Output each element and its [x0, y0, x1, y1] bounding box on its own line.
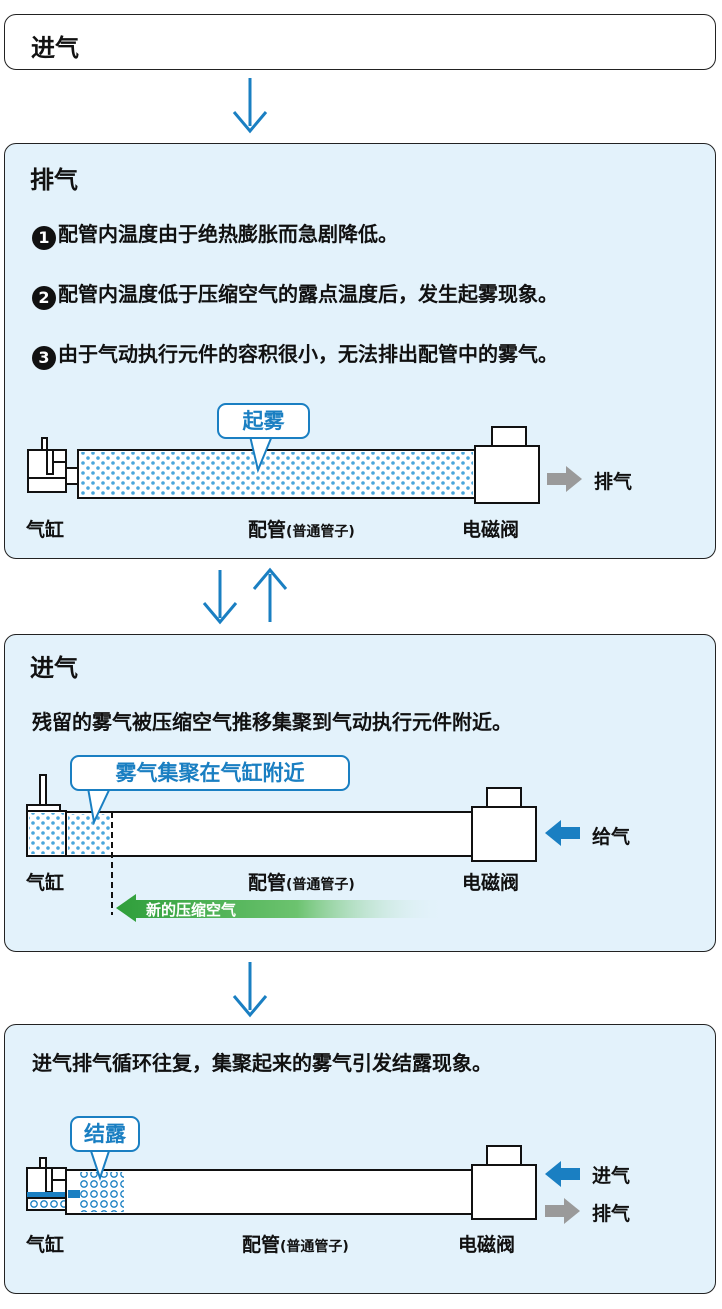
down-arrow-icon [232, 962, 268, 1018]
step4-intake-label: 进气 [592, 1165, 631, 1187]
pipe [65, 811, 476, 915]
pipe-condensation [65, 1169, 476, 1215]
pipe-fog [77, 449, 476, 499]
fog-callout: 起雾 [217, 403, 310, 439]
supply-arrow-icon [545, 820, 580, 846]
number-badge: 1 [32, 226, 56, 250]
step1-panel: 进气 [4, 14, 716, 70]
step2-flow-label: 排气 [594, 471, 633, 493]
step2-title: 排气 [30, 166, 78, 194]
down-arrow-icon [232, 78, 268, 134]
step1-title: 进气 [31, 34, 79, 62]
step3-title: 进气 [30, 654, 78, 682]
exhaust-arrow-icon [545, 1198, 580, 1224]
fog-gather-callout: 雾气集聚在气缸附近 [70, 755, 350, 791]
air-label: 新的压缩空气 [146, 901, 237, 919]
down-arrow-icon [202, 570, 238, 625]
step3-flow-label: 给气 [592, 826, 631, 848]
intake-arrow-icon [545, 1161, 580, 1187]
up-arrow-icon [252, 567, 288, 622]
step4-text: 进气排气循环往复，集聚起来的雾气引发结露现象。 [32, 1051, 492, 1075]
step3-valve-label: 电磁阀 [462, 872, 520, 894]
step4-pipe-label: 配管(普通管子) [242, 1234, 349, 1256]
solenoid-valve-icon [471, 787, 537, 862]
cylinder-icon [27, 437, 79, 493]
step3-cylinder-label: 气缸 [26, 872, 65, 894]
number-badge: 3 [32, 346, 56, 370]
step2-cylinder-label: 气缸 [26, 519, 65, 541]
step2-pipe-label: 配管(普通管子) [248, 519, 355, 541]
step4-valve-label: 电磁阀 [458, 1234, 516, 1256]
step3-pipe-label: 配管(普通管子) [248, 872, 355, 894]
compressed-air-arrow-icon [116, 894, 445, 922]
number-badge: 2 [32, 286, 56, 310]
solenoid-valve-icon [471, 1145, 537, 1220]
exhaust-arrow-icon [547, 466, 582, 492]
step2-valve-label: 电磁阀 [462, 519, 520, 541]
step4-panel [4, 1024, 716, 1294]
condensation-callout: 结露 [70, 1116, 140, 1152]
step3-panel [4, 634, 716, 952]
cylinder-icon [26, 1157, 67, 1211]
step3-text: 残留的雾气被压缩空气推移集聚到气动执行元件附近。 [32, 710, 512, 734]
step4-cylinder-label: 气缸 [26, 1234, 65, 1256]
solenoid-valve-icon [474, 426, 540, 504]
cylinder-icon [26, 774, 67, 857]
step4-exhaust-label: 排气 [592, 1203, 631, 1225]
